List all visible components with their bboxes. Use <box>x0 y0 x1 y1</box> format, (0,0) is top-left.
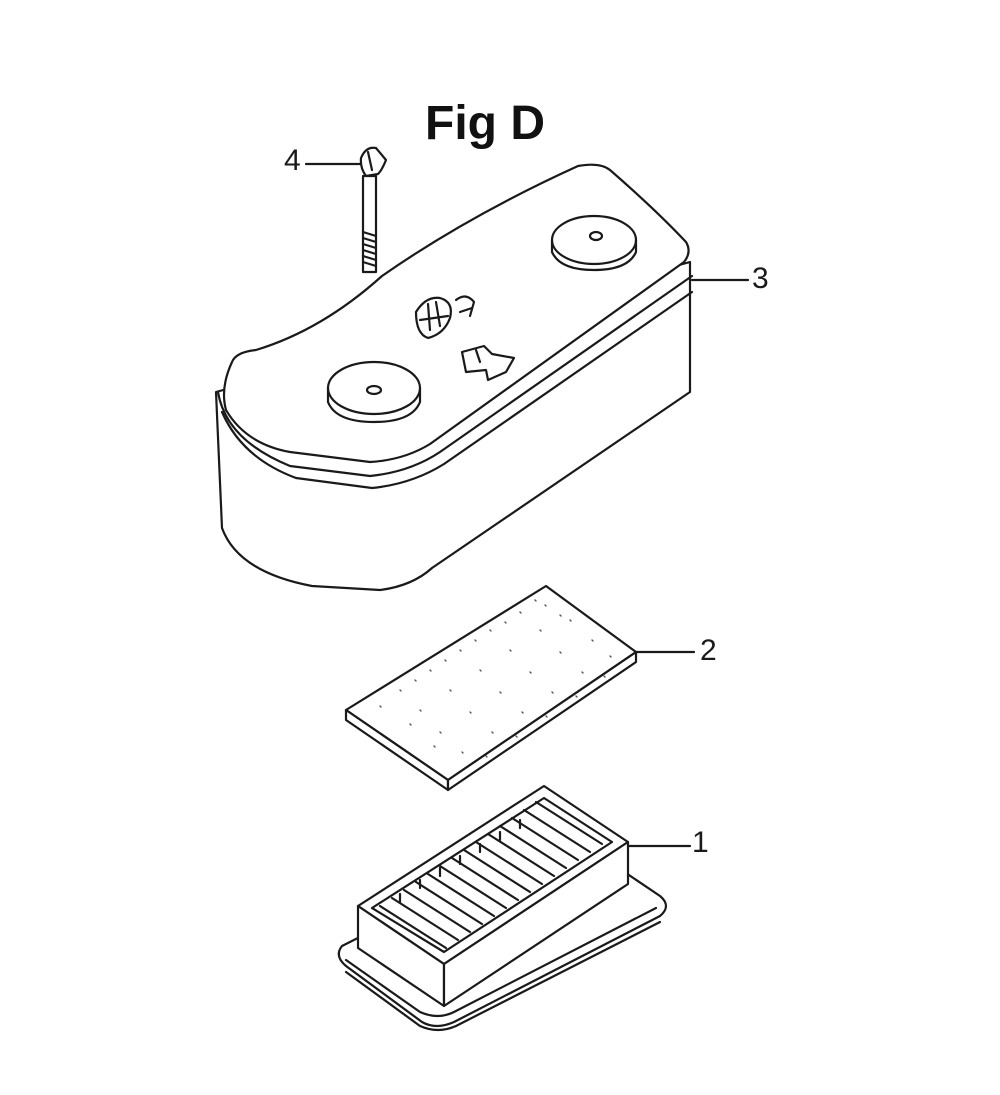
callout-label-1: 1 <box>692 826 709 859</box>
figure-title: Fig D <box>425 97 545 150</box>
part-3-air-cleaner-cover <box>214 163 694 592</box>
callout-label-2: 2 <box>700 634 717 667</box>
callout-label-4: 4 <box>284 144 301 177</box>
callout-label-3: 3 <box>752 262 769 295</box>
part-2-foam-element <box>344 584 638 792</box>
part-1-paper-filter <box>337 784 668 1032</box>
part-4-wing-bolt <box>359 146 388 274</box>
